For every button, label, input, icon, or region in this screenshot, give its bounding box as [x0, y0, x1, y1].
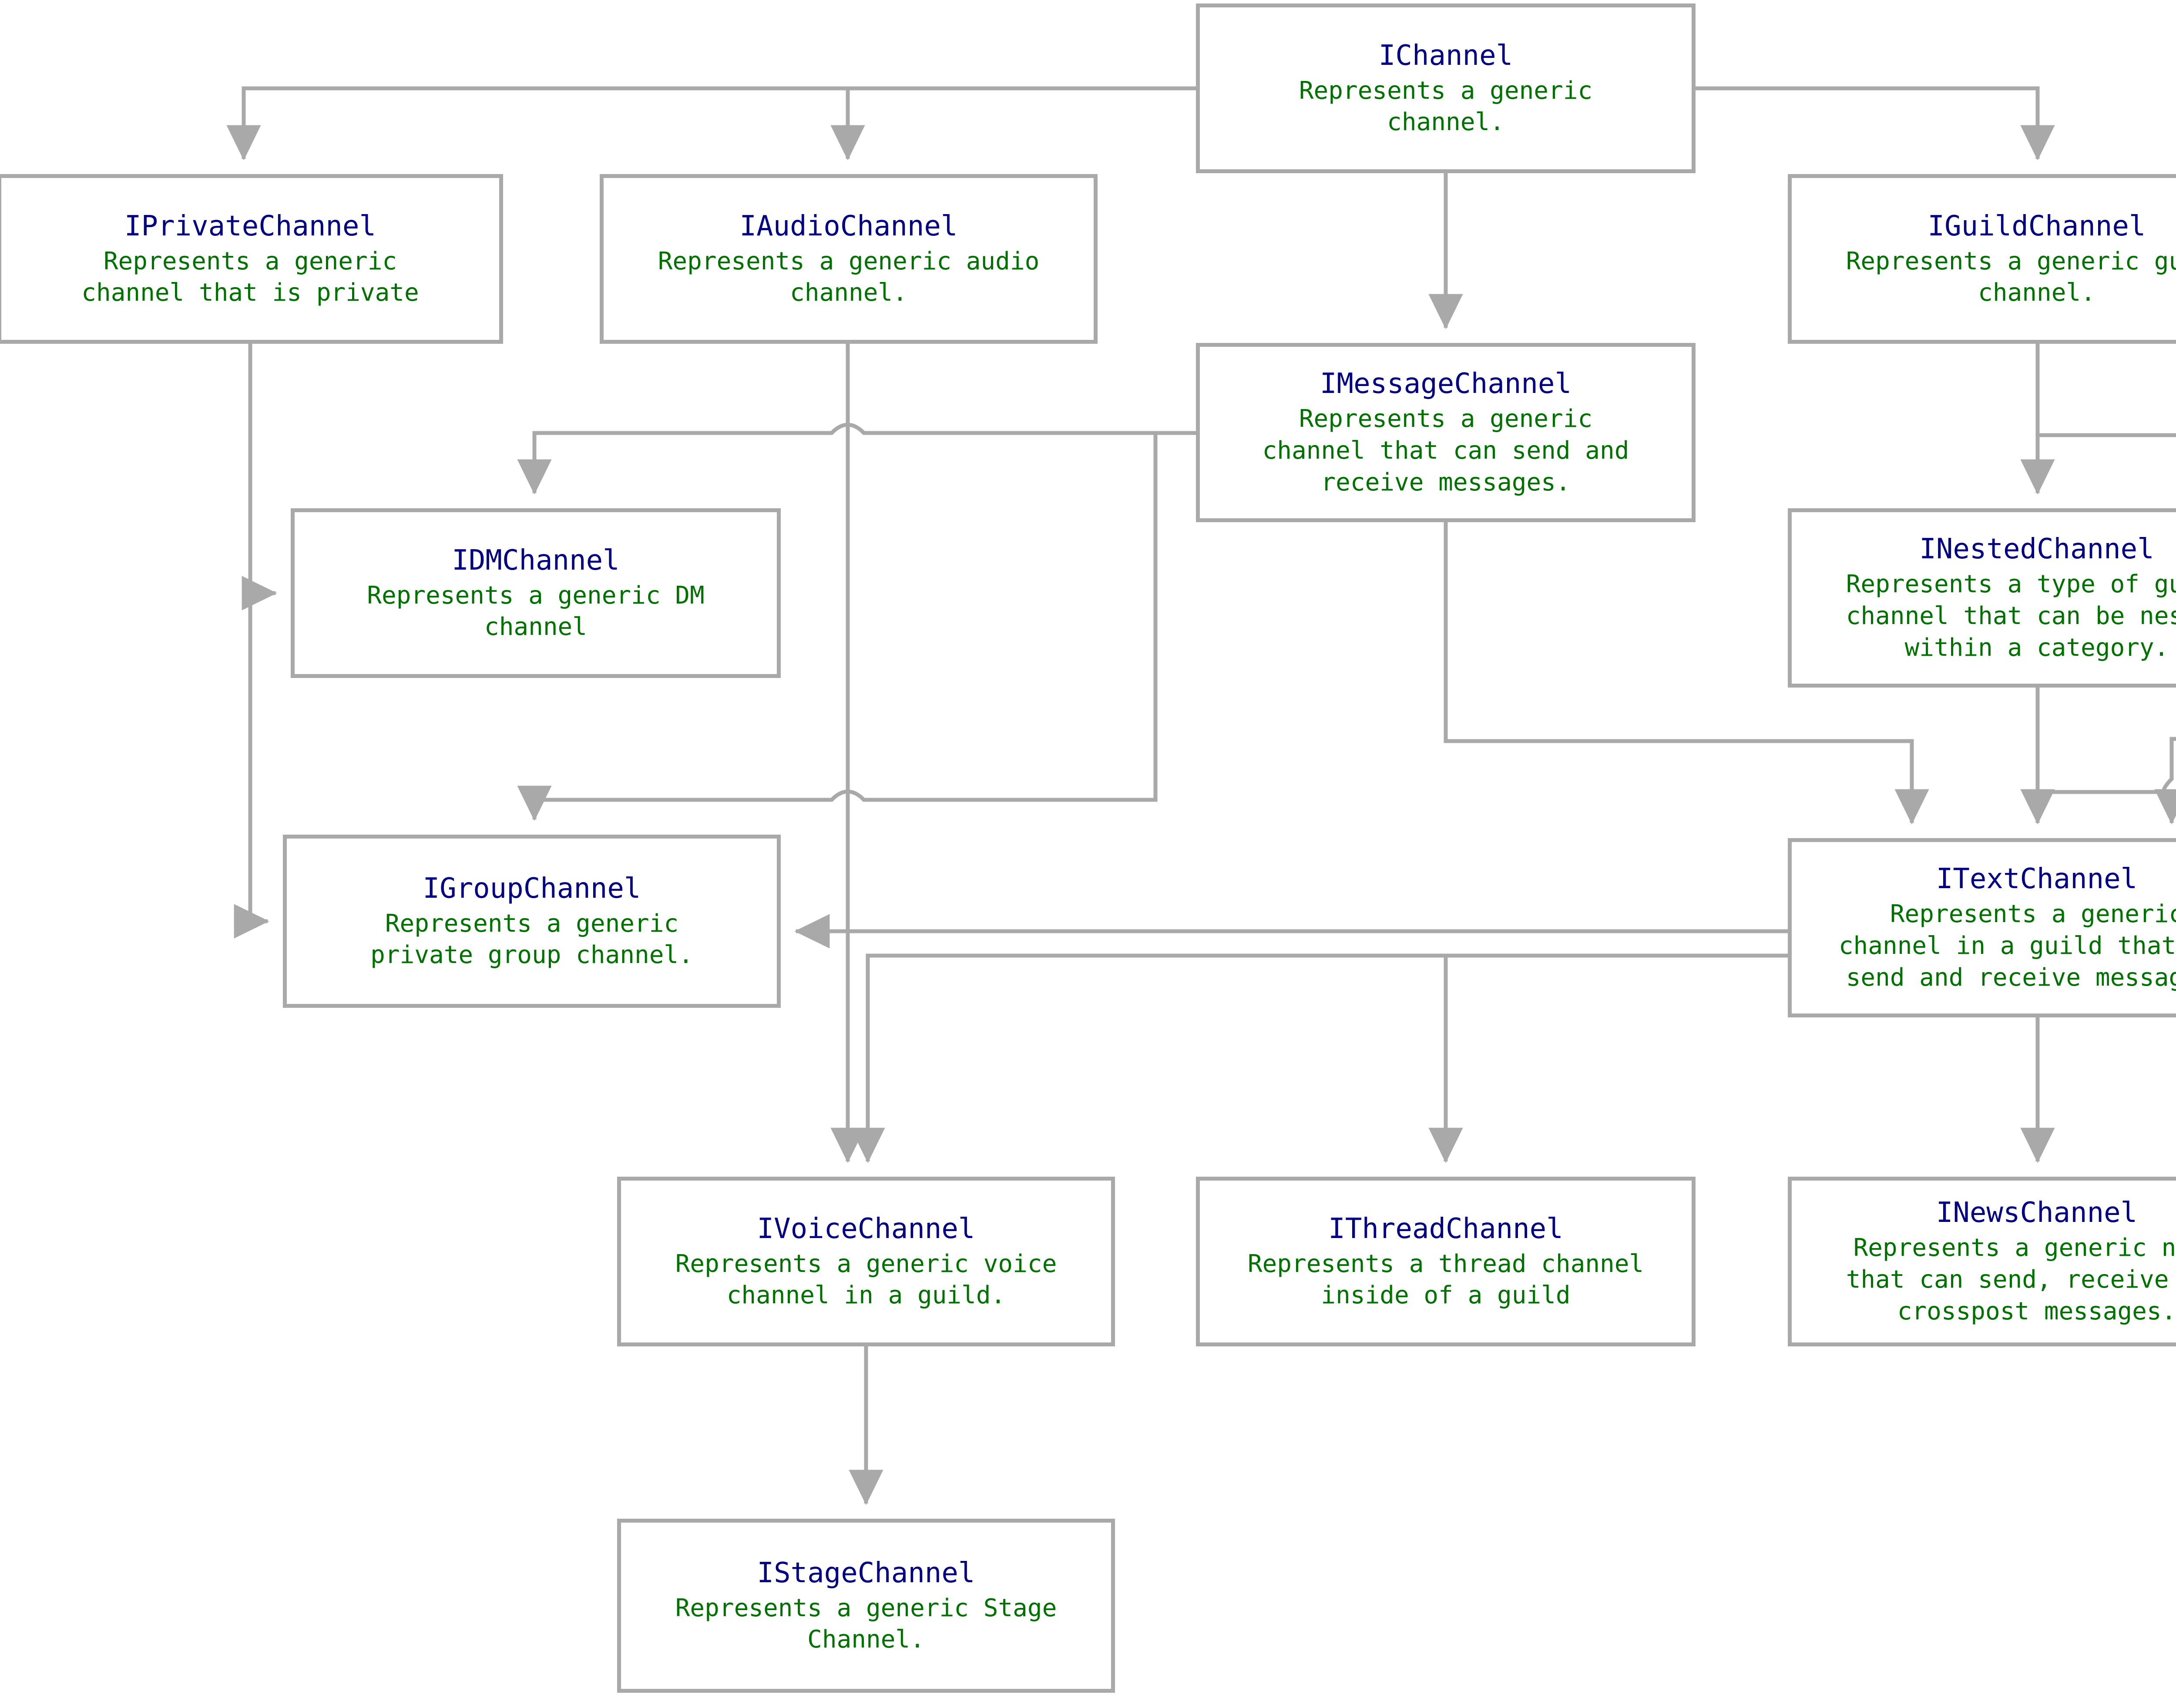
node-description: Represents a generic news that can send,… [1846, 1234, 2176, 1325]
edge-ichannel-iprivatechannel [226, 86, 1196, 161]
node-title: IStageChannel [757, 1557, 975, 1589]
node-description: Represents a thread channel inside of a … [1247, 1249, 1644, 1310]
node-description: Represents a generic Stage Channel. [675, 1594, 1057, 1654]
node-description: Represents a type of guild channel that … [1846, 570, 2176, 662]
node-description: Represents a generic channel that can se… [1262, 405, 1629, 497]
edge-ichannel-iguildchannel [1696, 86, 2055, 161]
edge-iintegrationchannel-itextchannel [2154, 737, 2176, 825]
edge-imessagechannel-idmchannel [517, 423, 1196, 495]
node-description: Represents a generic channel. [1299, 76, 1593, 137]
node-description: Represents a generic DM channel [367, 581, 705, 641]
node-description: Represents a generic channel in a guild … [1838, 900, 2176, 992]
node-title: IDMChannel [452, 544, 620, 577]
node-description: Represents a generic guild channel. [1846, 247, 2176, 307]
edge-ichannel-iaudiochannel [830, 86, 1196, 161]
node-description: Represents a generic private group chann… [370, 909, 693, 970]
node-description: Represents a generic voice channel in a … [675, 1249, 1057, 1310]
edge-itextchannel-ivoicechannel [850, 953, 1788, 1163]
node-title: IGroupChannel [423, 872, 641, 905]
node-title: IThreadChannel [1328, 1212, 1563, 1245]
node-title: IMessageChannel [1320, 368, 1572, 400]
edge-iprivatechannel-igroupchannel [234, 344, 269, 939]
node-title: IChannel [1378, 39, 1513, 72]
node-title: IVoiceChannel [757, 1212, 975, 1245]
node-description: Represents a generic audio channel. [658, 247, 1040, 307]
node-title: ITextChannel [1936, 863, 2138, 896]
edge-inestedchannel-iforumchannel [2035, 688, 2176, 794]
node-title: INestedChannel [1919, 533, 2154, 566]
node-title: IPrivateChannel [124, 210, 376, 242]
node-title: IGuildChannel [1928, 210, 2146, 242]
edge-iprivatechannel-idmchannel [242, 344, 277, 611]
node-title: INewsChannel [1936, 1197, 2138, 1229]
node-description: Represents a generic channel that is pri… [81, 247, 419, 307]
edge-itextchannel-ithreadchannel [1428, 953, 1788, 1163]
edge-iguildchannel-iintegrationchannel [2035, 344, 2176, 437]
node-title: IAudioChannel [739, 210, 958, 242]
